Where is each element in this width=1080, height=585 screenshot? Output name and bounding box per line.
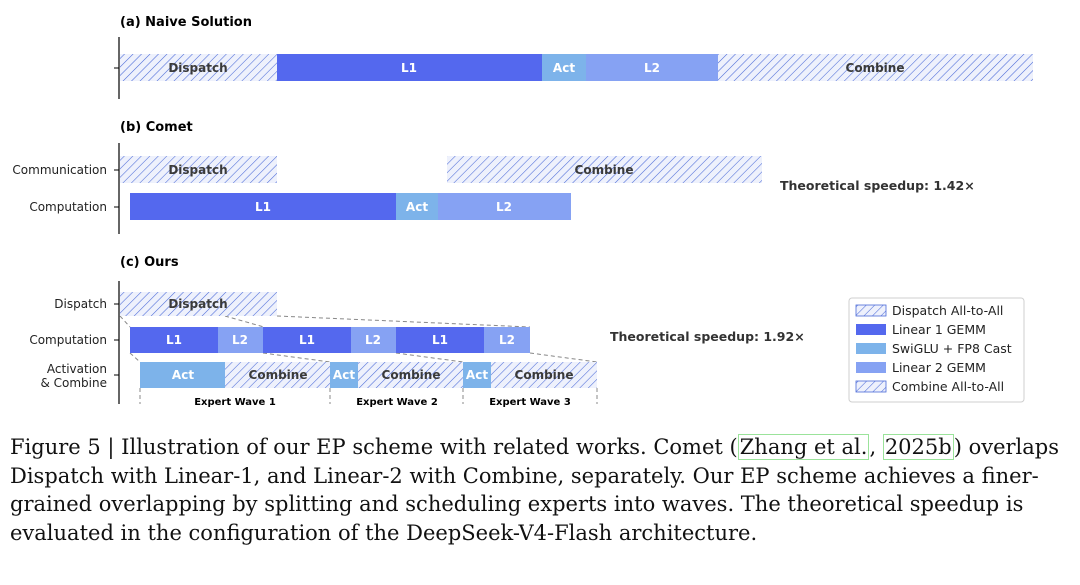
c-w2-l2-block [351, 327, 396, 353]
c-w3-l1-block [396, 327, 484, 353]
c-speedup: Theoretical speedup: 1.92× [610, 329, 805, 344]
c-dispatch-label: Dispatch [168, 297, 227, 311]
c-dispatch-block [120, 292, 277, 316]
legend-item-dispatch: Dispatch All-to-All [892, 303, 1003, 318]
b-dispatch-block [120, 156, 277, 183]
a-l1-block [277, 54, 542, 81]
caption-text-2: ) overlaps Dispatch with Linear-1, and L… [10, 435, 1060, 545]
ep-scheme-diagram: (a) Naive Solution (b) Comet (c) Ours Di… [12, 15, 1033, 408]
wave-2-label: Expert Wave 2 [356, 397, 438, 408]
b-l1-label: L1 [255, 200, 271, 214]
c-w1-l2-label: L2 [232, 333, 248, 347]
c-w2-l1-block [263, 327, 351, 353]
c-w1-l1-label: L1 [166, 333, 182, 347]
a-l1-label: L1 [401, 61, 417, 75]
b-act-block [396, 193, 438, 220]
legend-item-combine: Combine All-to-All [892, 379, 1004, 394]
c-w1-act-block [140, 362, 225, 388]
b-row-communication: Communication [12, 163, 107, 177]
c-w2-l1-label: L1 [299, 333, 315, 347]
b-speedup: Theoretical speedup: 1.42× [780, 178, 975, 193]
caption-sep: , [869, 435, 883, 459]
legend-swatch-linear2 [856, 362, 886, 373]
c-row-activation: Activation [47, 362, 107, 376]
c-w2-act-block [330, 362, 358, 388]
c-w3-l1-label: L1 [432, 333, 448, 347]
citation-year-link[interactable]: 2025b [882, 434, 954, 460]
c-w2-act-label: Act [333, 368, 355, 382]
a-combine-block [718, 54, 1033, 81]
c-w3-combine-label: Combine [515, 368, 574, 382]
c-w2-combine-block [358, 362, 463, 388]
section-c-title: (c) Ours [120, 255, 179, 270]
legend-swatch-linear1 [856, 324, 886, 335]
b-combine-block [447, 156, 762, 183]
a-dispatch-block [120, 54, 277, 81]
a-l2-label: L2 [644, 61, 660, 75]
wave-3-label: Expert Wave 3 [489, 397, 571, 408]
a-l2-block [586, 54, 718, 81]
c-w3-act-block [463, 362, 491, 388]
legend-item-linear1: Linear 1 GEMM [892, 322, 986, 337]
legend: Dispatch All-to-All Linear 1 GEMM SwiGLU… [848, 297, 1025, 403]
c-w3-act-label: Act [466, 368, 488, 382]
legend-item-swiglu: SwiGLU + FP8 Cast [892, 341, 1012, 356]
legend-swatch-swiglu [856, 343, 886, 354]
c-w1-combine-block [225, 362, 330, 388]
legend-frame [848, 297, 1025, 403]
caption-text-1: Figure 5 | Illustration of our EP scheme… [10, 435, 738, 459]
c-w1-act-label: Act [172, 368, 194, 382]
c-row-computation: Computation [29, 333, 107, 347]
a-dispatch-label: Dispatch [168, 61, 227, 75]
b-l2-block [438, 193, 571, 220]
legend-swatch-combine [855, 380, 887, 393]
legend-swatch-dispatch [855, 304, 887, 317]
c-w2-combine-label: Combine [382, 368, 441, 382]
c-w2-l2-label: L2 [365, 333, 381, 347]
wave-1-label: Expert Wave 1 [194, 397, 276, 408]
c-w1-combine-label: Combine [249, 368, 308, 382]
legend-item-linear2: Linear 2 GEMM [892, 360, 986, 375]
c-w1-l1-block [130, 327, 218, 353]
b-combine-label: Combine [575, 163, 634, 177]
c-w3-l2-block [484, 327, 530, 353]
b-act-label: Act [406, 200, 428, 214]
section-b-title: (b) Comet [120, 120, 193, 135]
b-row-computation: Computation [29, 200, 107, 214]
c-w1-l2-block [218, 327, 263, 353]
c-w3-combine-block [491, 362, 597, 388]
section-a-title: (a) Naive Solution [120, 15, 252, 30]
b-dispatch-label: Dispatch [168, 163, 227, 177]
c-row-combine: & Combine [40, 376, 107, 390]
a-act-label: Act [553, 61, 575, 75]
figure-caption: Figure 5 | Illustration of our EP scheme… [10, 433, 1070, 547]
b-l2-label: L2 [496, 200, 512, 214]
c-w3-l2-label: L2 [499, 333, 515, 347]
citation-author-link[interactable]: Zhang et al. [737, 434, 870, 460]
a-act-block [542, 54, 586, 81]
a-combine-label: Combine [846, 61, 905, 75]
b-l1-block [130, 193, 396, 220]
c-row-dispatch: Dispatch [54, 297, 107, 311]
